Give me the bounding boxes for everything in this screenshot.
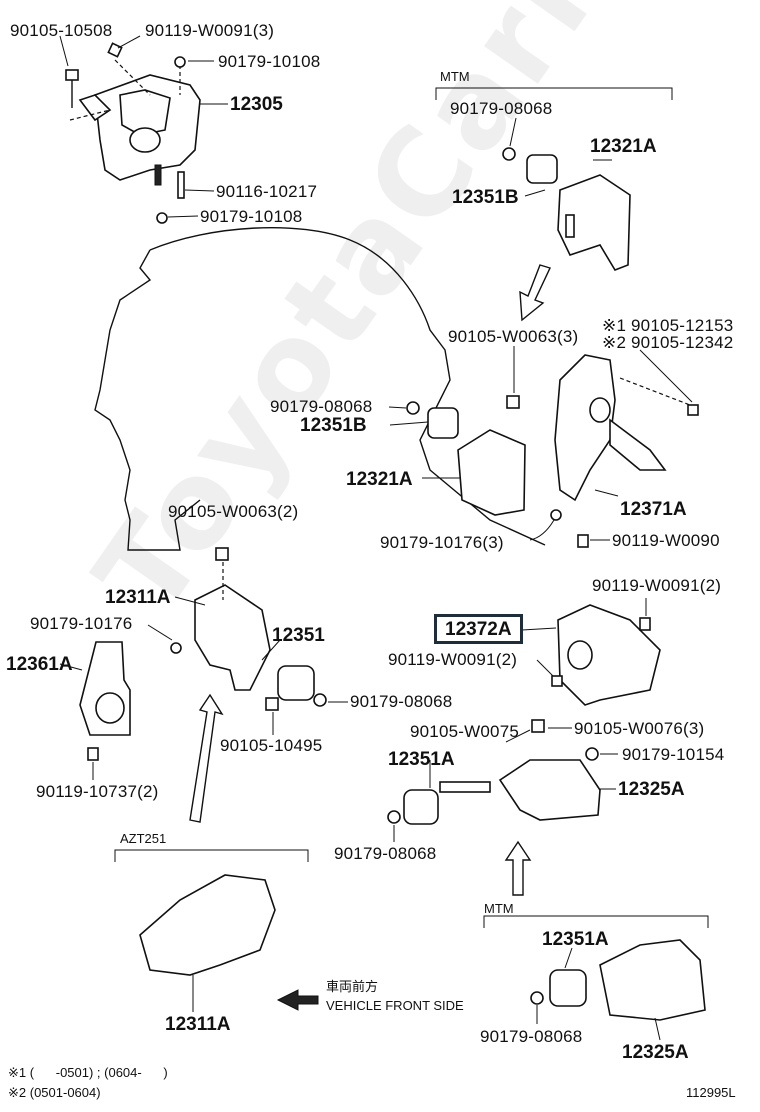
label-90105-W0076-3: 90105-W0076(3) [574, 719, 705, 738]
label-90179-08068-b: 90179-08068 [270, 397, 373, 416]
label-90105-10495: 90105-10495 [220, 736, 323, 755]
nut-90179-10108-a [174, 56, 186, 68]
label-vehicle-front-jp: 車両前方 [326, 979, 379, 994]
nut-90179-10108-b [156, 212, 168, 224]
bracket-12361A [79, 641, 131, 736]
nut-90179-08068-e [530, 991, 544, 1005]
mount-12371A [554, 354, 667, 502]
footnote-1: ※1 ( -0501) ; (0604- ) [8, 1065, 168, 1080]
insulator-12351A-bottom [549, 969, 587, 1007]
label-90179-10176-3: 90179-10176(3) [380, 533, 504, 552]
label-12325A-bottom: 12325A [622, 1042, 689, 1063]
bracket-12325A-bottom [599, 939, 706, 1021]
nut-90179-08068-d [387, 810, 401, 824]
label-90119-W0091-2-right: 90119-W0091(2) [592, 576, 722, 595]
label-90119-10737-2: 90119-10737(2) [36, 782, 159, 801]
label-note1-part: ※1 90105-12153 [602, 316, 734, 335]
bolt-90105-10508 [65, 69, 79, 108]
bolt-90119-W0090 [577, 534, 589, 548]
label-12351B-top: 12351B [452, 187, 519, 208]
label-azt251: AZT251 [120, 831, 167, 846]
bolt-90105-W0063-2 [215, 547, 229, 561]
label-90179-08068-d: 90179-08068 [334, 844, 437, 863]
label-90179-08068-c: 90179-08068 [350, 692, 453, 711]
label-vehicle-front-en: VEHICLE FRONT SIDE [326, 998, 464, 1013]
label-12321A-top: 12321A [590, 136, 657, 157]
arrow-up-left [189, 693, 224, 823]
engine-outline [94, 226, 546, 551]
label-note2-part: ※2 90105-12342 [602, 333, 734, 352]
stud-90116-10217 [177, 171, 185, 199]
bolt-90119-W0091-top [107, 42, 123, 58]
label-90179-08068-a: 90179-08068 [450, 99, 553, 118]
label-12361A: 12361A [6, 654, 73, 675]
label-90105-W0063-3: 90105-W0063(3) [448, 327, 579, 346]
bolt-90105-10495 [265, 697, 279, 711]
label-mtm-bottom: MTM [484, 901, 514, 916]
bolt-90119-W0091-2-left [551, 675, 563, 687]
bolt-90105-W0076-3 [531, 719, 545, 733]
vehicle-front-arrow [276, 989, 319, 1011]
label-12351B-mid: 12351B [300, 415, 367, 436]
arrow-up-right [504, 840, 532, 896]
label-90179-10108-a: 90179-10108 [218, 52, 321, 71]
label-12305: 12305 [230, 94, 283, 115]
nut-90179-08068-c [313, 693, 327, 707]
bolt-90105-W0075 [439, 781, 491, 793]
label-12311A-mid: 12311A [105, 587, 171, 608]
label-12351A-bottom: 12351A [542, 929, 609, 950]
label-12311A-bottom: 12311A [165, 1014, 231, 1035]
insulator-12351B-mid [427, 407, 459, 439]
label-90105-10508: 90105-10508 [10, 21, 113, 40]
label-90119-W0091-3: 90119-W0091(3) [145, 21, 275, 40]
bracket-12311A-mid [194, 584, 271, 691]
label-90179-10108-b: 90179-10108 [200, 207, 303, 226]
nut-90179-08068-b [406, 401, 420, 415]
label-12351: 12351 [272, 625, 325, 646]
nut-90179-08068-a [502, 147, 516, 161]
insulator-12351B-top [526, 154, 558, 184]
bracket-12321A-mid [457, 429, 526, 516]
label-12371A: 12371A [620, 499, 687, 520]
nut-90179-10154 [585, 747, 599, 761]
insulator-12351A-mid [403, 789, 439, 825]
label-12321A-mid: 12321A [346, 469, 413, 490]
label-90179-10176: 90179-10176 [30, 614, 133, 633]
label-90116-10217: 90116-10217 [216, 182, 318, 201]
mount-12372A [557, 604, 661, 706]
engine-mount-12305 [78, 74, 201, 186]
nut-90179-10176-3 [550, 509, 562, 521]
figure-id: 112995L [686, 1085, 736, 1100]
label-90119-W0090: 90119-W0090 [612, 531, 720, 550]
label-90105-W0075: 90105-W0075 [410, 722, 519, 741]
arrow-down-top-right [519, 264, 551, 322]
label-12372A-highlighted[interactable]: 12372A [434, 614, 523, 644]
label-90105-W0063-2: 90105-W0063(2) [168, 502, 299, 521]
bracket-12321A-top [557, 174, 631, 271]
nut-90179-10176 [170, 642, 182, 654]
bolt-90119-W0091-2-right [639, 617, 651, 631]
bolt-90105-W0063-3 [506, 395, 520, 409]
label-12351A-mid: 12351A [388, 749, 455, 770]
label-90119-W0091-2-left: 90119-W0091(2) [388, 650, 518, 669]
label-12325A-mid: 12325A [618, 779, 685, 800]
footnote-2: ※2 (0501-0604) [8, 1085, 101, 1100]
bolt-note-1-2 [687, 404, 699, 416]
label-90179-10154: 90179-10154 [622, 745, 725, 764]
bolt-90119-10737-2 [87, 747, 99, 761]
label-mtm-top: MTM [440, 69, 470, 84]
bracket-12311A-bottom [139, 874, 276, 976]
insulator-12351 [277, 665, 315, 701]
label-90179-08068-e: 90179-08068 [480, 1027, 583, 1046]
bracket-12325A-mid [498, 759, 601, 821]
